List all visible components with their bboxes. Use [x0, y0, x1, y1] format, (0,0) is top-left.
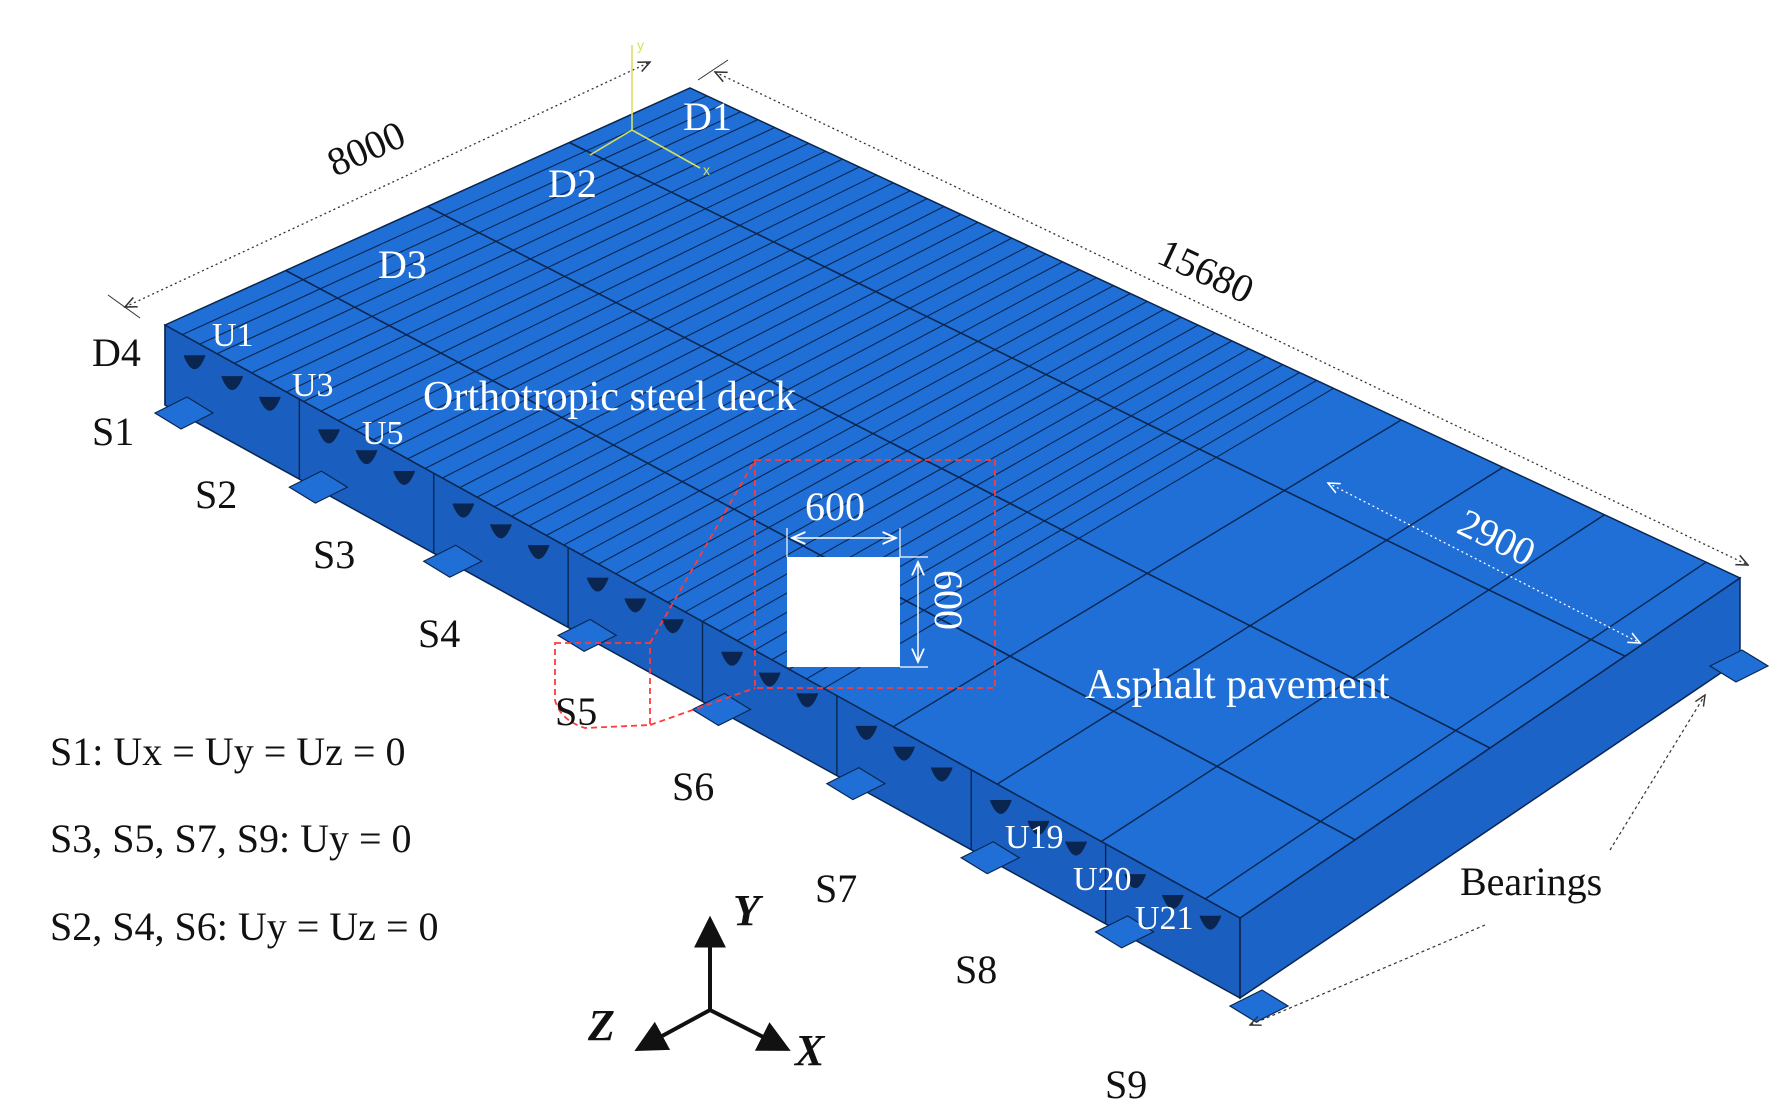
small-z-axis: [589, 129, 633, 156]
support-label-s9: S9: [1105, 1062, 1147, 1107]
bearing-plate: [691, 692, 752, 727]
pavement-region-label: Asphalt pavement: [1085, 662, 1390, 708]
u-rib-cutout: [758, 672, 781, 687]
bearing-plate: [960, 841, 1021, 875]
u-rib-cutout: [355, 449, 378, 465]
u-rib-cutout: [989, 799, 1012, 815]
bearing-plate: [825, 766, 887, 801]
u-rib-cutout: [721, 651, 743, 666]
diaphragm-label-d3: D3: [378, 242, 427, 287]
global-axis-triad: Y Z X: [587, 886, 826, 1075]
rib-label-u19: U19: [1005, 819, 1064, 856]
support-label-s6: S6: [672, 764, 714, 809]
u-rib-cutout: [930, 767, 953, 782]
u-rib-cutout: [221, 375, 244, 391]
small-coordinate-triad: y x: [589, 37, 710, 178]
bearing-plates: [153, 396, 1770, 1023]
u-rib-cutout: [662, 618, 684, 634]
bearings-callout: Bearings: [1250, 695, 1705, 1025]
boundary-conditions: S1: Ux = Uy = Uz = 0 S3, S5, S7, S9: Uy …: [50, 729, 439, 949]
diaphragm-label-d2: D2: [548, 161, 597, 206]
width-ext-left: [107, 294, 141, 319]
boundary-condition-odd: S3, S5, S7, S9: Uy = 0: [50, 816, 412, 861]
bearings-label: Bearings: [1460, 859, 1602, 904]
bearings-leader-down: [1250, 924, 1486, 1025]
bearing-plate: [288, 470, 349, 504]
small-y-label: y: [637, 37, 644, 53]
bearing-plate: [556, 618, 618, 653]
rib-label-u3: U3: [292, 367, 334, 404]
bearing-plate: [1228, 989, 1290, 1023]
u-rib-cutout: [624, 598, 647, 613]
support-label-s3: S3: [313, 532, 355, 577]
boundary-condition-even: S2, S4, S6: Uy = Uz = 0: [50, 904, 439, 949]
patch-z-dim-label: 600: [926, 570, 971, 630]
u-rib-cutout: [490, 523, 512, 539]
length-ext-top: [697, 59, 729, 81]
deck-region-label: Orthotropic steel deck: [423, 374, 796, 420]
global-y-label: Y: [733, 886, 764, 935]
bearing-plate: [422, 544, 483, 578]
u-rib-cutout: [318, 429, 340, 444]
global-x-label: X: [793, 1026, 826, 1075]
loading-patch: [787, 557, 900, 667]
small-x-axis: [631, 129, 701, 169]
u-rib-cutout: [1161, 894, 1184, 909]
u-rib-cutout: [893, 746, 915, 761]
u-rib-cutout: [586, 577, 609, 592]
rib-labels: U1 U3 U5 U19 U20 U21: [212, 317, 1194, 937]
bearings-leader-up: [1609, 695, 1705, 851]
rib-label-u21: U21: [1135, 900, 1194, 937]
u-rib-cutout: [1065, 841, 1087, 856]
u-rib-cutout: [527, 544, 550, 560]
u-rib-cutout: [258, 396, 281, 411]
u-rib-cutout: [855, 725, 878, 740]
support-label-s1: S1: [92, 409, 134, 454]
rib-label-u20: U20: [1073, 861, 1132, 898]
u-rib-cutout: [393, 470, 416, 485]
support-label-s8: S8: [955, 947, 997, 992]
support-label-s7: S7: [815, 866, 857, 911]
u-rib-cutout: [796, 692, 819, 708]
rib-label-u1: U1: [212, 317, 254, 354]
diaphragm-labels: D1 D2 D3 D4: [92, 94, 732, 375]
zoom-box-small: [554, 642, 651, 729]
u-rib-cutout: [1027, 820, 1050, 835]
bearing-plate: [1094, 915, 1155, 949]
patch-x-dim-label: 600: [805, 484, 865, 529]
length-dim-line: [715, 72, 1748, 565]
zoom-connector-bottom: [649, 687, 756, 726]
front-face-details: [164, 325, 1241, 998]
width-dim-label: 8000: [320, 112, 411, 186]
global-z-label: Z: [587, 1001, 615, 1050]
pavement-dim-line: [1328, 483, 1640, 643]
diaphragm-label-d4: D4: [92, 330, 141, 375]
u-rib-cutout: [1199, 915, 1222, 930]
support-label-s2: S2: [195, 472, 237, 517]
rib-label-u5: U5: [362, 415, 404, 452]
u-rib-cutout: [452, 503, 475, 518]
length-dim-label: 15680: [1151, 229, 1261, 312]
diaphragm-label-d1: D1: [683, 94, 732, 139]
width-dim-line: [125, 62, 650, 307]
bearing-plate: [153, 396, 215, 430]
u-rib-cutout: [1124, 873, 1147, 889]
support-label-s4: S4: [418, 611, 460, 656]
global-x-axis: [709, 1008, 791, 1051]
support-label-s5: S5: [555, 689, 597, 734]
boundary-condition-s1: S1: Ux = Uy = Uz = 0: [50, 729, 405, 774]
u-rib-cutout: [183, 354, 206, 370]
global-z-axis: [634, 1008, 711, 1052]
bearing-plate: [1708, 649, 1770, 683]
small-x-label: x: [703, 162, 710, 178]
support-labels: S1 S2 S3 S4 S5 S6 S7 S8 S9: [92, 409, 1147, 1107]
